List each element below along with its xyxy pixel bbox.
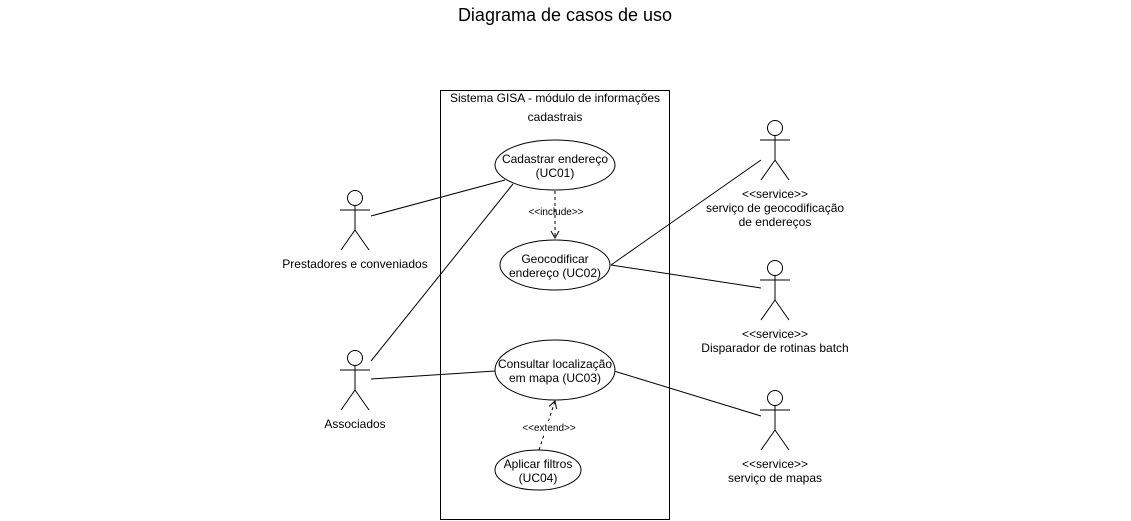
association-prestadores-uc01: [370, 179, 506, 217]
actor-associados[interactable]: Associados: [324, 350, 386, 432]
use-case-uc03-ellipse[interactable]: [494, 339, 616, 401]
extend-label-bg: [517, 421, 581, 433]
use-case-uc01[interactable]: Cadastrar endereço (UC01): [494, 139, 616, 191]
association-uc02-disparador: [610, 264, 762, 289]
stick-figure-icon: [760, 120, 790, 181]
use-case-uc04-line2: (UC04): [519, 471, 558, 485]
actor-prestadores[interactable]: Prestadores e conveniados: [282, 190, 428, 272]
use-case-uc02[interactable]: Geocodificar endereço (UC02): [499, 239, 611, 291]
use-case-uc01-line2: (UC01): [536, 166, 575, 180]
system-title-line2: cadastrais: [528, 110, 583, 124]
stick-figure-icon: [760, 390, 790, 451]
system-title-line1: Sistema GISA - módulo de informações: [450, 91, 660, 105]
system-boundary: [440, 90, 670, 520]
actor-geocodificacao-stereotype: <<service>>: [742, 187, 808, 201]
association-uc03-mapas: [613, 370, 762, 417]
associations: [370, 159, 762, 417]
actor-associados-label: Associados: [324, 417, 385, 431]
actor-mapas[interactable]: <<service>> serviço de mapas: [728, 390, 822, 486]
stick-figure-icon: [340, 350, 370, 411]
actor-disparador-label: Disparador de rotinas batch: [701, 341, 848, 355]
use-case-uc01-line1: Cadastrar endereço: [502, 152, 608, 166]
actor-geocodificacao-label: serviço de geocodificação: [706, 201, 844, 215]
actor-disparador[interactable]: <<service>> Disparador de rotinas batch: [701, 260, 849, 356]
actor-geocodificacao[interactable]: <<service>> serviço de geocodificação de…: [706, 120, 844, 230]
use-case-uc02-line1: Geocodificar: [521, 252, 588, 266]
use-case-uc03[interactable]: Consultar localização em mapa (UC03): [494, 339, 616, 401]
use-case-uc01-ellipse[interactable]: [494, 139, 616, 191]
actor-geocodificacao-label-2: de endereços: [739, 215, 812, 229]
use-case-uc02-line2: endereço (UC02): [509, 266, 601, 280]
diagram-title: Diagrama de casos de uso: [458, 5, 672, 25]
include-label: <<include>>: [528, 207, 583, 218]
association-associados-uc01: [370, 183, 514, 362]
association-associados-uc03: [370, 370, 496, 380]
actor-disparador-stereotype: <<service>>: [742, 327, 808, 341]
extend-label: <<extend>>: [522, 423, 576, 434]
stick-figure-icon: [760, 260, 790, 321]
use-case-uc04-ellipse[interactable]: [494, 449, 582, 491]
use-case-uc03-line2: em mapa (UC03): [509, 371, 601, 385]
actor-mapas-stereotype: <<service>>: [742, 457, 808, 471]
actor-prestadores-label: Prestadores e conveniados: [282, 257, 427, 271]
use-case-uc02-ellipse[interactable]: [499, 239, 611, 291]
use-case-uc04-line1: Aplicar filtros: [504, 457, 573, 471]
use-case-uc03-line1: Consultar localização: [498, 357, 612, 371]
actor-mapas-label: serviço de mapas: [728, 471, 822, 485]
use-case-uc04[interactable]: Aplicar filtros (UC04): [494, 449, 582, 491]
association-uc02-geocodificacao: [610, 159, 762, 266]
stick-figure-icon: [340, 190, 370, 251]
